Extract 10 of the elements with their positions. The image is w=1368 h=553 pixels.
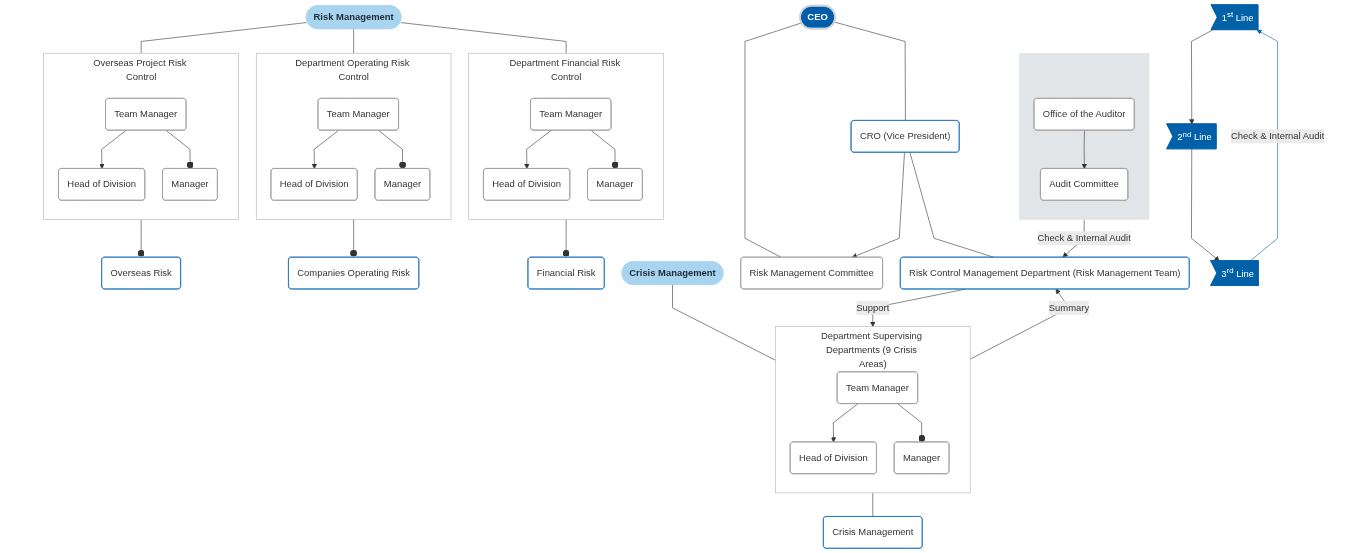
edge-label: Check & Internal Audit (1230, 131, 1325, 142)
edge-label: Summary (1048, 302, 1090, 313)
connector (400, 22, 567, 54)
cluster (1018, 52, 1150, 220)
connector (744, 22, 802, 258)
edge-label: Support (856, 302, 890, 313)
edge-label: Check & Internal Audit (1037, 232, 1131, 243)
connector (140, 22, 307, 54)
connector (672, 284, 776, 361)
connector (834, 21, 906, 121)
